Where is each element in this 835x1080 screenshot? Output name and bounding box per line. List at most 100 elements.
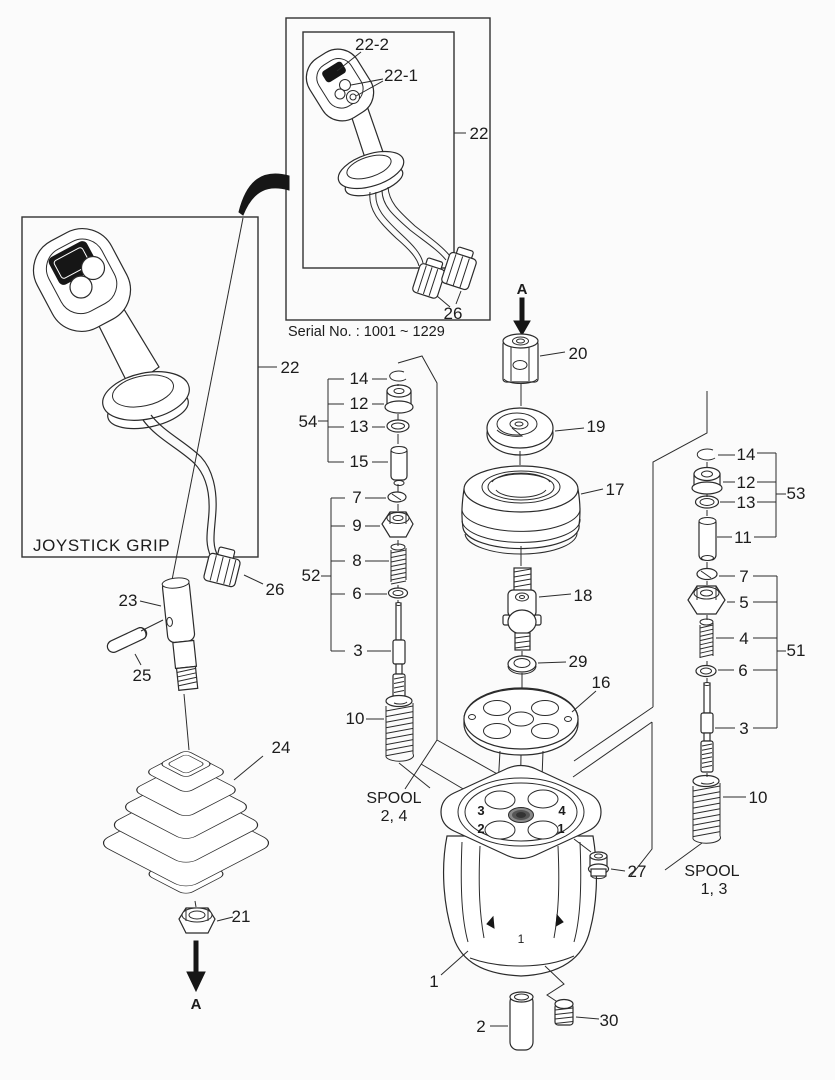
leader-21 bbox=[216, 916, 234, 922]
label-part-24: 24 bbox=[272, 738, 291, 757]
handle-stem-assembly: 23 25 24 21 bbox=[102, 577, 291, 1013]
part-3-spool-r bbox=[700, 682, 714, 773]
right-column-leaders bbox=[715, 454, 746, 798]
label-part-2: 2 bbox=[476, 1017, 485, 1036]
part-12-cap-r bbox=[691, 466, 723, 495]
label-part-13-c: 13 bbox=[350, 417, 369, 436]
label-part-12-c: 12 bbox=[350, 394, 369, 413]
spool-1-3-column: 53 51 14 12 13 11 7 5 4 6 3 10 SPOOL 1, … bbox=[572, 391, 806, 898]
view-a-arrow-bottom bbox=[186, 940, 206, 993]
label-part-11: 11 bbox=[734, 528, 752, 547]
part-19-cam-disc bbox=[486, 407, 554, 456]
bracket-51 bbox=[753, 575, 786, 729]
leader-grip-26 bbox=[243, 574, 264, 585]
part-17-retainer bbox=[461, 465, 581, 555]
label-group-53: 53 bbox=[787, 484, 806, 503]
part-14-snap-ring-r bbox=[696, 448, 716, 461]
body-cast-mark-1: 1 bbox=[518, 932, 525, 946]
label-part-25: 25 bbox=[133, 666, 152, 685]
part-3-spool-c bbox=[392, 602, 406, 698]
label-part-10-c: 10 bbox=[346, 709, 365, 728]
leader-1 bbox=[440, 950, 469, 976]
leader-25 bbox=[134, 653, 142, 666]
part-6-seal-r bbox=[695, 664, 717, 678]
label-group-52: 52 bbox=[302, 566, 321, 585]
body-arrow-mark-right bbox=[555, 913, 564, 927]
serial-number-caption: Serial No. : 1001 ~ 1229 bbox=[288, 324, 445, 340]
label-part-17: 17 bbox=[606, 480, 625, 499]
caption-spool-2-4-line2: 2, 4 bbox=[381, 808, 408, 825]
bracket-52 bbox=[321, 497, 345, 652]
part-18-joint bbox=[502, 567, 542, 651]
grip-box-title: JOYSTICK GRIP bbox=[33, 536, 170, 555]
label-part-19: 19 bbox=[587, 417, 606, 436]
part-27-plug bbox=[587, 851, 610, 880]
label-part-30: 30 bbox=[600, 1011, 619, 1030]
label-view-a-top: A bbox=[517, 281, 528, 298]
part-4-spring bbox=[699, 618, 714, 658]
center-column-leaders bbox=[365, 378, 391, 720]
port-hole-4 bbox=[527, 789, 559, 809]
spool-2-4-frame bbox=[397, 355, 509, 807]
pin-axis-line bbox=[140, 619, 164, 632]
view-a-arrow-top bbox=[513, 297, 531, 337]
label-part-5: 5 bbox=[739, 593, 748, 612]
port-hole-3 bbox=[484, 790, 516, 810]
label-part-16: 16 bbox=[592, 673, 611, 692]
part-20-bushing bbox=[502, 333, 539, 385]
curved-pointer-arrow bbox=[238, 173, 290, 216]
part-10-spring-c bbox=[385, 694, 414, 762]
part-5-nut bbox=[687, 585, 726, 615]
part-2-sleeve bbox=[509, 991, 534, 1051]
part-25-pin bbox=[106, 627, 148, 653]
label-part-26-inset: 26 bbox=[444, 304, 463, 323]
label-part-18: 18 bbox=[574, 586, 593, 605]
part-13-oring-c bbox=[386, 419, 410, 433]
part-15-plunger bbox=[390, 446, 408, 486]
part-21-nut bbox=[178, 907, 216, 934]
spool-1-3-frame bbox=[572, 391, 708, 878]
part-30-screw bbox=[554, 998, 574, 1026]
part-29-seal bbox=[507, 655, 537, 675]
caption-spool-1-3-line1: SPOOL bbox=[684, 863, 739, 880]
port-hole-2 bbox=[484, 820, 516, 840]
part-7-washer-c bbox=[387, 491, 407, 503]
joystick-grip-box: JOYSTICK GRIP 22 26 bbox=[21, 216, 300, 599]
inset-connector-right bbox=[441, 246, 477, 291]
label-part-3-r: 3 bbox=[739, 719, 748, 738]
boot-nut-axis bbox=[194, 900, 197, 908]
leader-24 bbox=[233, 755, 264, 781]
label-part-3-c: 3 bbox=[353, 641, 362, 660]
spool-2-4-column: 54 bbox=[299, 355, 509, 825]
part-7-washer-r bbox=[696, 567, 718, 581]
part-11-plunger bbox=[698, 517, 717, 561]
leader-22-1 bbox=[350, 78, 384, 97]
label-part-22-2: 22-2 bbox=[355, 35, 389, 54]
grip-connector bbox=[203, 546, 241, 588]
part-23-stem bbox=[161, 577, 199, 691]
inset-connector-left bbox=[412, 257, 446, 299]
port-hole-1 bbox=[527, 820, 559, 840]
grip-axis-line bbox=[171, 217, 244, 581]
label-part-20: 20 bbox=[569, 344, 588, 363]
zigzag-30-leader bbox=[544, 965, 565, 1004]
label-part-7-r: 7 bbox=[739, 567, 748, 586]
stem-boot-axis bbox=[183, 693, 190, 751]
part-16-plate bbox=[463, 687, 579, 756]
label-part-29: 29 bbox=[569, 652, 588, 671]
caption-spool-2-4-line1: SPOOL bbox=[366, 790, 421, 807]
flange-27-leader bbox=[573, 838, 592, 853]
label-part-1: 1 bbox=[429, 972, 438, 991]
leader-inset-26 bbox=[436, 290, 462, 308]
grip-box-frame bbox=[21, 216, 259, 558]
label-part-8: 8 bbox=[352, 551, 361, 570]
label-part-13-r: 13 bbox=[737, 493, 756, 512]
part-6-seal-c bbox=[387, 587, 409, 599]
port-number-1: 1 bbox=[557, 821, 564, 836]
grip-button-1 bbox=[80, 255, 106, 281]
inset-button-2 bbox=[334, 88, 346, 100]
label-part-22-grip: 22 bbox=[281, 358, 300, 377]
joystick-grip-drawing bbox=[32, 228, 241, 588]
part-24-boot bbox=[102, 751, 270, 894]
